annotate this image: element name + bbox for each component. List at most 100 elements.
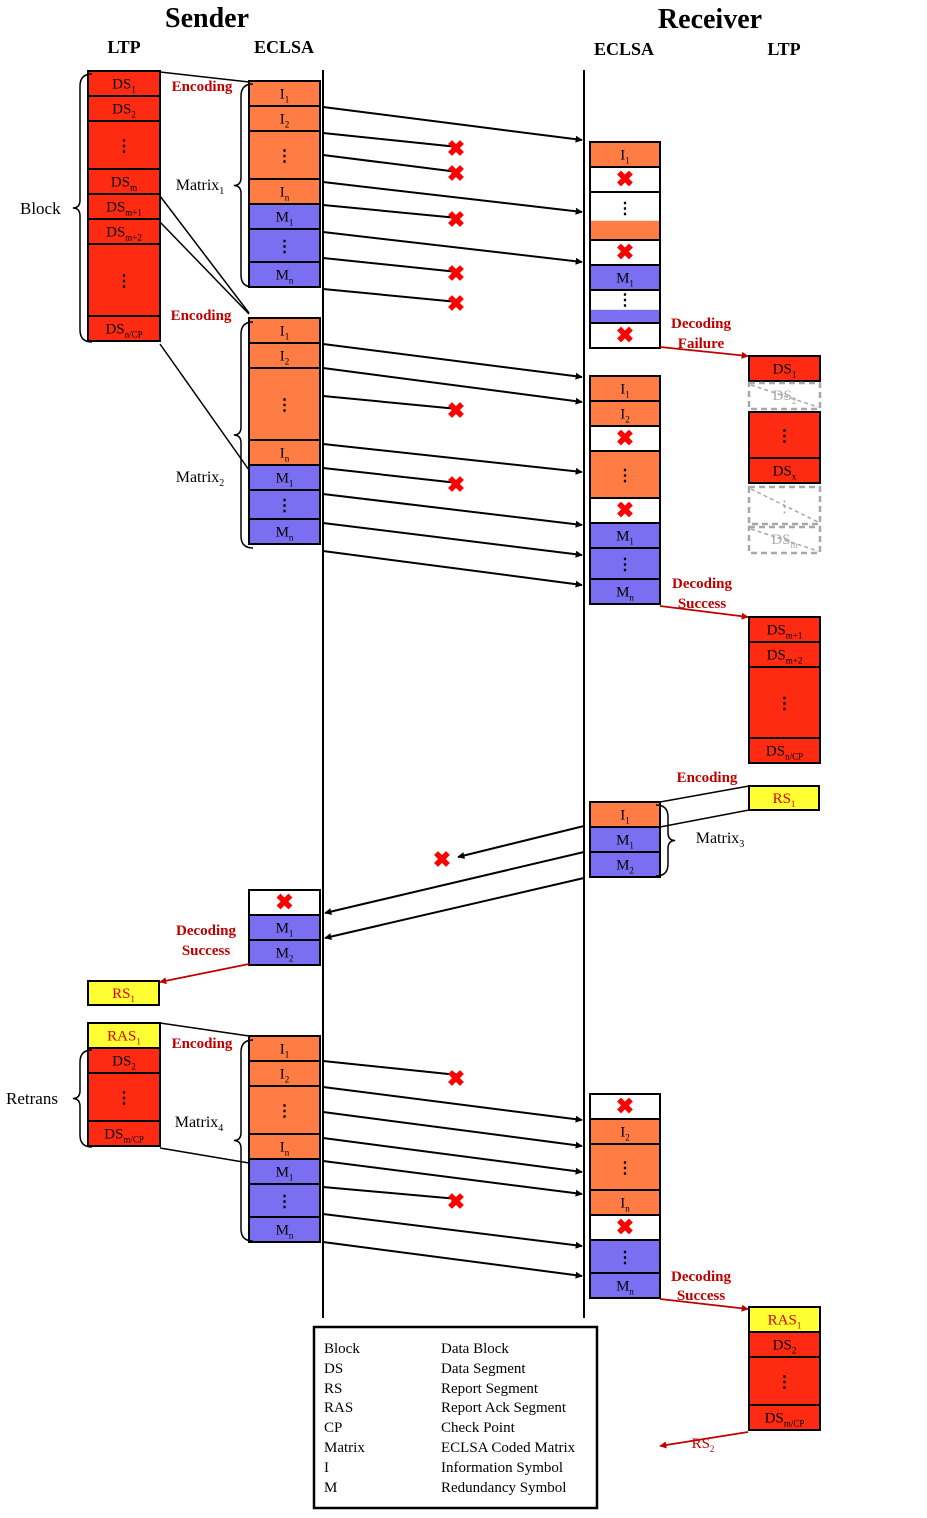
- legend-rows: Block Data Block DS Data Segment RS Repo…: [324, 1341, 576, 1496]
- symbol-label: RAS1: [768, 1313, 802, 1331]
- ellipsis-icon: ⋮: [617, 557, 633, 574]
- sender-ltp-header: LTP: [107, 37, 140, 57]
- sender-header: Sender: [165, 3, 249, 34]
- ellipsis-icon: ⋮: [277, 1194, 293, 1211]
- symbol-label: DSn/CP: [766, 744, 803, 762]
- redundancy-symbol: [589, 1272, 661, 1299]
- symbol-label: DS2: [112, 102, 136, 120]
- lost-symbol: [589, 1214, 661, 1241]
- redundancy-symbol: [248, 939, 321, 966]
- loss-icon: ✖: [447, 398, 465, 423]
- symbol-label: In: [620, 1196, 630, 1214]
- transmission-arrow: [322, 493, 583, 528]
- retrans-label: Retrans: [6, 1089, 58, 1108]
- symbol-label: I1: [620, 148, 630, 166]
- symbol-label: In: [280, 446, 290, 464]
- partial-fill: [591, 309, 659, 322]
- decoding-arrow: [659, 346, 749, 359]
- ellipsis-icon: ⋮: [777, 428, 793, 445]
- lost-symbol-icon: ✖: [616, 323, 634, 348]
- transmission-arrow: [322, 181, 583, 215]
- encoding-mapping: [659, 785, 750, 803]
- ellipsis-icon: ⋮: [617, 1250, 633, 1267]
- legend-desc: Report Ack Segment: [441, 1400, 567, 1416]
- ellipsis-icon: ⋮: [277, 1103, 293, 1120]
- legend-term: I: [324, 1460, 329, 1476]
- symbol-label: Mn: [276, 268, 294, 286]
- information-symbol: [248, 1085, 321, 1135]
- report-segment: [87, 980, 160, 1006]
- transmission-arrow: [322, 1111, 583, 1149]
- symbol-label: M2: [616, 858, 634, 876]
- symbol-label: DSm/CP: [765, 1411, 805, 1429]
- loss-icon: ✖: [447, 136, 465, 161]
- redundancy-symbol: [248, 1183, 321, 1218]
- transmission-arrow: [322, 1213, 583, 1249]
- information-symbol: [589, 400, 661, 427]
- information-symbol: [589, 1143, 661, 1191]
- transmission-arrow: [322, 522, 583, 558]
- symbol-label: DSm+2: [106, 225, 142, 243]
- transmission-arrow: [322, 288, 459, 305]
- legend-term: M: [324, 1480, 337, 1496]
- encoding-mapping: [659, 809, 750, 828]
- encoding-mapping: [159, 71, 250, 83]
- redundancy-symbol: [248, 464, 321, 491]
- legend-term: DS: [324, 1361, 343, 1377]
- redundancy-symbol: [248, 1216, 321, 1243]
- matrix3-brace: [655, 804, 676, 877]
- rs2-label: RS2: [692, 1436, 715, 1454]
- transmission-arrow: [322, 1241, 583, 1279]
- symbol-label: RS1: [773, 791, 796, 809]
- transmission-arrow: [322, 367, 583, 405]
- symbol-label: DSm: [111, 175, 137, 193]
- information-symbol: [248, 1060, 321, 1087]
- matrix2-label: Matrix2: [176, 469, 225, 489]
- legend-desc: Report Segment: [441, 1381, 539, 1397]
- loss-icon: ✖: [447, 207, 465, 232]
- data-segment: [748, 457, 821, 484]
- redundancy-symbol: [248, 489, 321, 520]
- transmission-arrow: [322, 257, 459, 275]
- data-segment: [748, 616, 821, 643]
- decoding-success-label: Success: [677, 1288, 725, 1304]
- transmission-arrow: [322, 132, 459, 150]
- symbol-label: DSm+1: [767, 623, 803, 641]
- data-segment: [748, 1331, 821, 1358]
- symbol-label: I2: [620, 1125, 630, 1143]
- information-symbol: [248, 342, 321, 369]
- symbol-label: DS1: [773, 362, 797, 380]
- information-symbol: [589, 801, 661, 828]
- symbol-label: Mn: [616, 585, 634, 603]
- transmission-arrow: [322, 1186, 459, 1202]
- lost-symbol-icon: ✖: [275, 890, 293, 915]
- decoding-failure-label: Decoding: [671, 316, 732, 332]
- legend-desc: Information Symbol: [441, 1460, 563, 1476]
- symbol-label: DSx: [773, 464, 797, 482]
- matrix4-brace: [233, 1039, 254, 1242]
- symbol-label: In: [280, 1140, 290, 1158]
- matrix4-label: Matrix4: [175, 1114, 224, 1134]
- information-symbol: [589, 450, 661, 499]
- matrix3-label: Matrix3: [696, 830, 745, 850]
- ellipsis-icon: ⋮: [617, 468, 633, 485]
- data-segment: [87, 70, 161, 97]
- ellipsis-icon: ⋮: [116, 1090, 132, 1107]
- lost-symbol-icon: ✖: [616, 426, 634, 451]
- lost-symbol: [589, 166, 661, 193]
- loss-icon: ✖: [447, 472, 465, 497]
- encoding-label-1: Encoding: [172, 79, 233, 95]
- transmission-arrow: [322, 154, 459, 175]
- encoding-mapping: [159, 1147, 250, 1164]
- lost-symbol: [589, 497, 661, 524]
- report-segment: [748, 1306, 821, 1333]
- matrix1-label: Matrix1: [176, 177, 225, 197]
- ellipsis-icon: ⋮: [777, 696, 793, 713]
- data-segment: [87, 218, 161, 245]
- redundancy-symbol: [589, 264, 661, 291]
- ellipsis-icon: ⋮: [777, 1374, 793, 1391]
- decoding-success-label: Decoding: [176, 923, 237, 939]
- symbol-label: M1: [276, 921, 294, 939]
- legend-desc: Data Block: [441, 1341, 509, 1357]
